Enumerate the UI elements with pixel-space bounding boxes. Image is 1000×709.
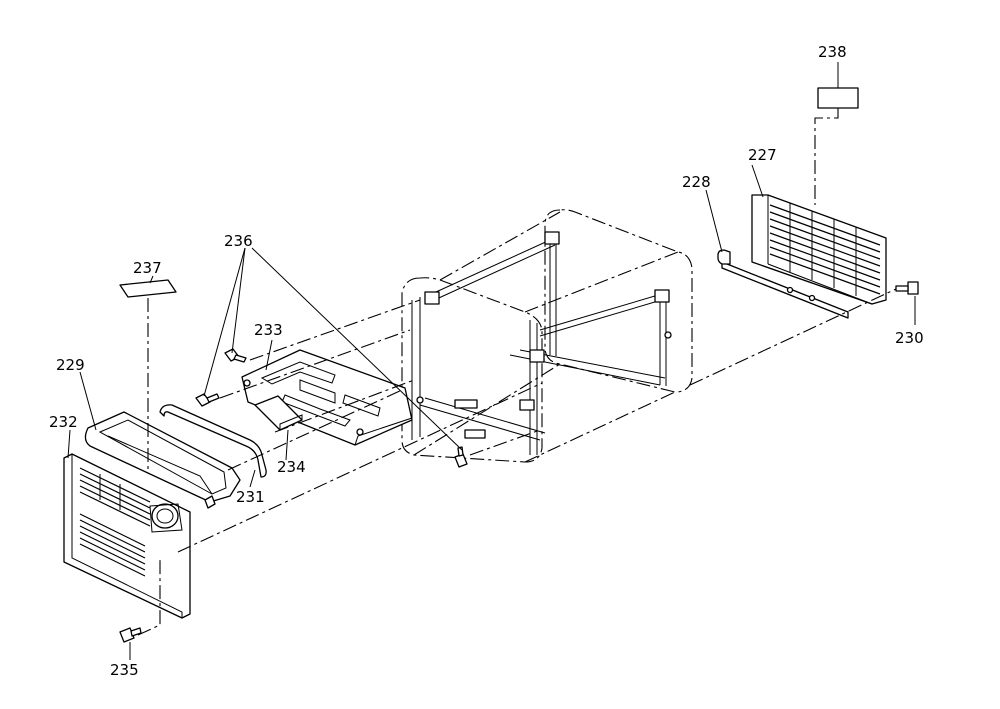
assembly-lines xyxy=(137,108,897,636)
callout-229: 229 xyxy=(56,356,85,374)
screw-a xyxy=(224,348,247,363)
callout-228: 228 xyxy=(682,173,711,191)
screw-c xyxy=(454,446,468,468)
callouts: 238 227 228 230 236 237 233 229 232 234 … xyxy=(49,43,924,679)
part-228-rail xyxy=(717,249,849,319)
part-236-screws xyxy=(195,348,468,468)
callout-235: 235 xyxy=(110,661,139,679)
callout-236: 236 xyxy=(224,232,253,250)
callout-238: 238 xyxy=(818,43,847,61)
callout-234: 234 xyxy=(277,458,306,476)
callout-232: 232 xyxy=(49,413,78,431)
leader-lines xyxy=(67,62,916,660)
part-238-label xyxy=(817,87,859,109)
callout-230: 230 xyxy=(895,329,924,347)
part-230-bolt xyxy=(895,281,919,295)
part-227-side-panel xyxy=(751,194,887,305)
part-232-end-panel xyxy=(63,453,191,619)
screw-b xyxy=(195,393,220,407)
part-234-pad xyxy=(254,395,303,431)
callout-227: 227 xyxy=(748,146,777,164)
part-233-top-cover xyxy=(241,349,413,446)
part-229-tray xyxy=(84,411,241,509)
frame-outline xyxy=(401,209,693,463)
callout-237: 237 xyxy=(133,259,162,277)
callout-233: 233 xyxy=(254,321,283,339)
part-237-label xyxy=(119,279,177,298)
callout-231: 231 xyxy=(236,488,265,506)
part-231-handle xyxy=(159,404,267,478)
part-235-bolt xyxy=(119,627,142,643)
